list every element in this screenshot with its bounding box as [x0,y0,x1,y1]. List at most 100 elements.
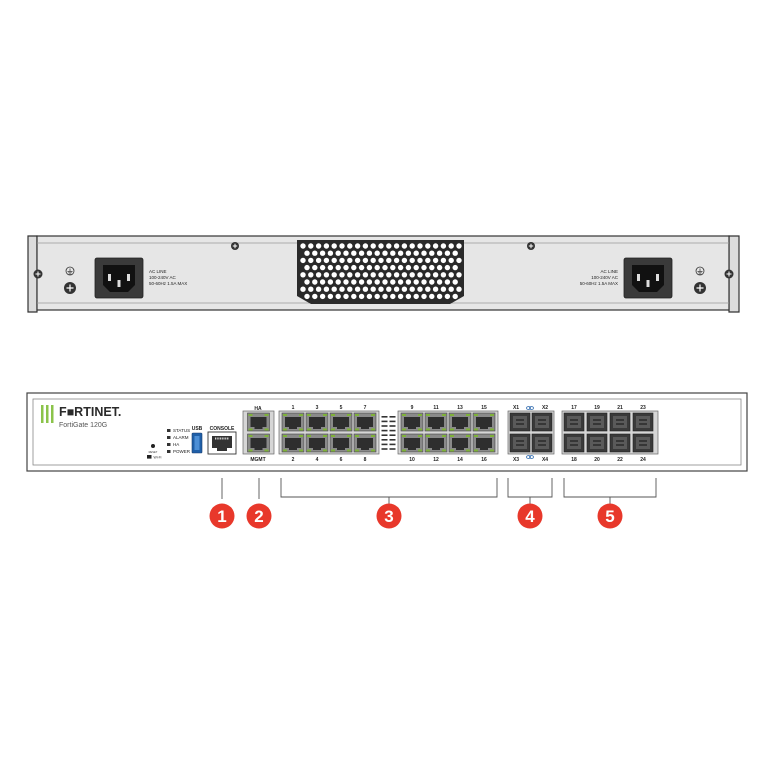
power-inlet-left [94,257,144,299]
sfp-plus-port-bottom-1[interactable] [531,433,553,453]
sfp-plus-port-top-0[interactable] [509,412,531,432]
lan2-port-top-0[interactable] [400,412,424,432]
lan2-port-bottom-0[interactable] [400,433,424,453]
callout-1-number: 1 [217,507,226,526]
lan2-port-top-2[interactable] [448,412,472,432]
wifi-label: Wi-Fi [154,456,162,460]
sfp-port-top-2[interactable] [609,412,631,432]
fortinet-logo [41,405,54,423]
mgmt-label: MGMT [250,457,265,463]
lan1-port-label-top: 3 [316,405,319,411]
lan1-port-label-bottom: 8 [364,457,367,463]
lan1-port-label-top: 7 [364,405,367,411]
psu-left-label-line3: 50-60Hz 1.5A MAX [149,281,187,286]
psu-right-label-line2: 100-240V AC [591,275,619,280]
fan-vent [297,240,464,304]
sfp-label-top: 21 [617,405,623,411]
led-ha [167,443,171,446]
wifi-icon [147,455,152,459]
lan2-port-label-bottom: 12 [433,457,439,463]
reset-label: RESET [149,450,158,454]
lan2-port-label-bottom: 10 [409,457,415,463]
lan2-port-bottom-2[interactable] [448,433,472,453]
lan1-port-top-0[interactable] [281,412,305,432]
callout-4-bracket [507,478,553,498]
lan1-port-top-1[interactable] [305,412,329,432]
psu-right-label-line1: AC LINE [600,269,618,274]
sfp-port-top-0[interactable] [563,412,585,432]
led-alarm-label: ALARM [173,435,189,440]
sfp-port-bottom-1[interactable] [586,433,608,453]
sfp-plus-port-top-1[interactable] [531,412,553,432]
sfp-label-bottom: 22 [617,457,623,463]
screw-icon [694,282,706,294]
usb-label: USB [192,426,203,432]
led-power-label: POWER [173,449,191,454]
rear-panel: AC LINE 100-240V AC 50-60Hz 1.5A MAX AC … [27,235,740,313]
callout-4-number: 4 [525,507,535,526]
psu-right-label-line3: 50-60Hz 1.5A MAX [580,281,618,286]
sfp-label-bottom: 20 [594,457,600,463]
ground-icon [695,266,705,276]
lan1-port-label-bottom: 2 [292,457,295,463]
sfp-label-bottom: 24 [640,457,646,463]
link-icon [526,406,534,410]
brand-name: F■RTINET. [59,405,121,419]
lan2-port-top-1[interactable] [424,412,448,432]
lan1-port-bottom-0[interactable] [281,433,305,453]
lan2-port-label-top: 11 [433,405,439,411]
screw-icon [64,282,76,294]
console-port[interactable] [207,431,237,455]
sfp-plus-port-bottom-0[interactable] [509,433,531,453]
led-status-label: STATUS [173,428,190,433]
lan1-port-bottom-2[interactable] [329,433,353,453]
lan1-port-bottom-3[interactable] [353,433,377,453]
callout-3-bracket [280,478,498,498]
mgmt-port[interactable] [247,433,270,453]
lan1-port-top-2[interactable] [329,412,353,432]
callout-2-badge [246,503,272,529]
power-inlet-right [623,257,673,299]
callout-5-number: 5 [605,507,614,526]
screw-icon [527,242,535,250]
sfp-port-top-1[interactable] [586,412,608,432]
lan2-port-bottom-1[interactable] [424,433,448,453]
sfp-port-bottom-2[interactable] [609,433,631,453]
lan2-port-top-3[interactable] [472,412,496,432]
led-ha-label: HA [173,442,179,447]
lan2-port-bottom-3[interactable] [472,433,496,453]
ha-port[interactable] [247,412,270,432]
rear-left-ear [27,235,38,313]
callout-3-badge [376,503,402,529]
sfp-port-bottom-0[interactable] [563,433,585,453]
callout-4-badge [517,503,543,529]
front-panel: F■RTINET. FortiGate 120G RESET Wi-Fi STA… [26,392,748,472]
callout-5-badge [597,503,623,529]
sfp-plus-label-bottom: X3 [513,457,519,463]
lan1-port-top-3[interactable] [353,412,377,432]
psu-left-label-line2: 100-240V AC [149,275,177,280]
screw-icon [231,242,239,250]
led-alarm [167,436,171,439]
sfp-label-bottom: 18 [571,457,577,463]
console-label: CONSOLE [210,426,235,432]
screw-icon [33,269,43,279]
led-power [167,450,171,453]
sfp-plus-label-bottom: X4 [542,457,548,463]
lan2-port-label-top: 9 [411,405,414,411]
callout-2-number: 2 [254,507,263,526]
callout-3-number: 3 [384,507,393,526]
link-icon [526,455,534,459]
usb-port[interactable] [191,432,203,454]
callout-1-badge [209,503,235,529]
lan2-port-label-top: 13 [457,405,463,411]
lan1-port-bottom-1[interactable] [305,433,329,453]
sfp-port-top-3[interactable] [632,412,654,432]
sfp-port-bottom-3[interactable] [632,433,654,453]
sfp-plus-label-top: X2 [542,405,548,411]
lan1-port-label-top: 5 [340,405,343,411]
port-activity-leds [381,416,396,450]
sfp-label-top: 17 [571,405,577,411]
reset-button[interactable] [151,444,155,448]
